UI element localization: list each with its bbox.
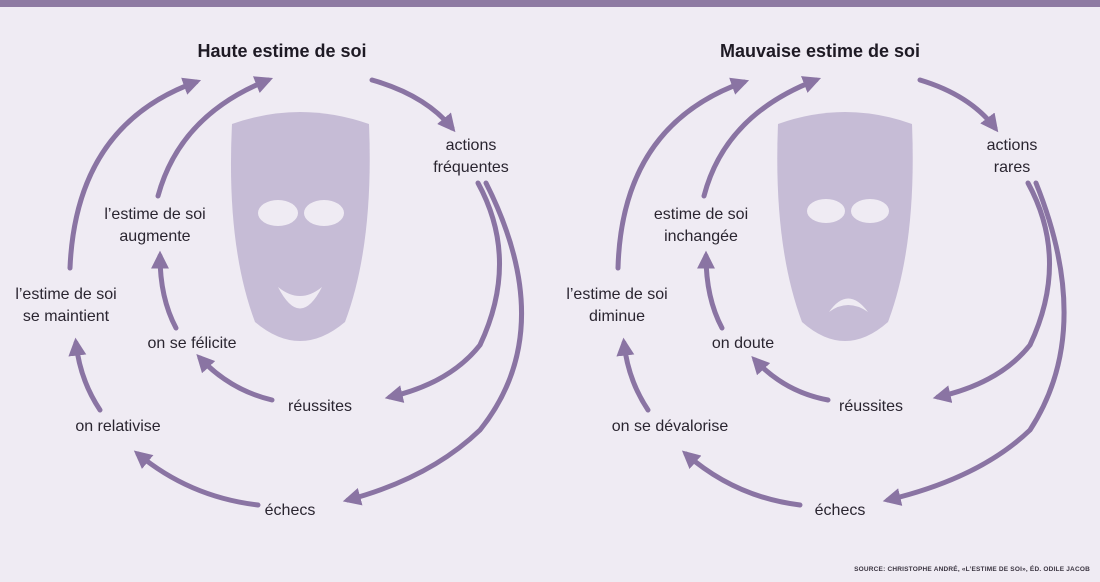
label-actions-line1: actions xyxy=(445,137,497,154)
label-felicite: on se félicite xyxy=(147,335,237,352)
label-echecs: échecs xyxy=(264,502,316,519)
smiling-mask-icon xyxy=(230,112,370,341)
label-estime-augmente-line2: augmente xyxy=(119,228,191,245)
left-title: Haute estime de soi xyxy=(197,41,367,61)
arrow-top-to-actions xyxy=(369,77,456,133)
right-title: Mauvaise estime de soi xyxy=(719,41,921,61)
arrow-reussites-to-felicite xyxy=(196,354,275,403)
label-estime-maintient-line2: se maintient xyxy=(22,308,110,325)
arrow-felicite-to-augmente xyxy=(151,250,179,331)
label-actions-line2: fréquentes xyxy=(433,159,509,176)
arrow-diminue-to-top xyxy=(615,77,750,271)
arrow-doute-to-inchangee xyxy=(697,250,725,331)
arrow-actions-to-echecs xyxy=(342,180,525,506)
source-credit: SOURCE: CHRISTOPHE ANDRÉ, «L’ESTIME DE S… xyxy=(854,566,1090,573)
arrow-devalorise-to-diminue xyxy=(616,337,651,413)
arrow-relativise-to-maintient xyxy=(68,337,103,413)
top-rule xyxy=(0,0,1100,7)
arrow-echecs-to-relativise xyxy=(133,450,261,508)
arrow-actions-to-reussites xyxy=(932,180,1052,404)
arrow-echecs-to-devalorise xyxy=(681,450,803,508)
label-relativise: on relativise xyxy=(75,418,161,435)
label-estime-augmente: l’estime de soi augmente xyxy=(104,204,205,248)
label-estime-diminue-line1: l’estime de soi xyxy=(566,286,668,303)
label-estime-diminue-line2: diminue xyxy=(588,308,646,325)
label-actions-rares-line2: rares xyxy=(993,159,1031,176)
label-actions-rares: actions rares xyxy=(987,135,1038,179)
arrow-maintient-to-top xyxy=(67,77,202,271)
label-estime-inchangee-line2: inchangée xyxy=(664,228,738,245)
label-echecs-right: échecs xyxy=(814,502,866,519)
arrow-actions-to-echecs xyxy=(882,180,1067,506)
label-estime-diminue: l’estime de soi diminue xyxy=(566,284,667,328)
label-estime-augmente-line1: l’estime de soi xyxy=(104,206,206,223)
label-devalorise: on se dévalorise xyxy=(611,418,729,435)
arrow-actions-to-reussites xyxy=(384,180,502,403)
right-cycle xyxy=(615,76,1067,508)
label-actions-rares-line1: actions xyxy=(986,137,1038,154)
left-cycle xyxy=(67,76,525,508)
label-reussites-right: réussites xyxy=(838,398,904,415)
label-estime-inchangee: estime de soi inchangée xyxy=(654,204,748,248)
label-estime-maintient: l’estime de soi se maintient xyxy=(15,284,116,328)
sad-mask-icon xyxy=(777,112,913,341)
label-actions: actions fréquentes xyxy=(433,135,509,179)
arrow-inchangee-to-top xyxy=(701,76,822,199)
label-estime-maintient-line1: l’estime de soi xyxy=(15,286,117,303)
label-estime-inchangee-line1: estime de soi xyxy=(653,206,749,223)
arrow-augmente-to-top xyxy=(155,76,274,199)
label-doute: on doute xyxy=(711,335,775,352)
label-reussites: réussites xyxy=(287,398,353,415)
arrow-reussites-to-doute xyxy=(751,356,831,403)
arrow-top-to-actions xyxy=(917,77,999,133)
